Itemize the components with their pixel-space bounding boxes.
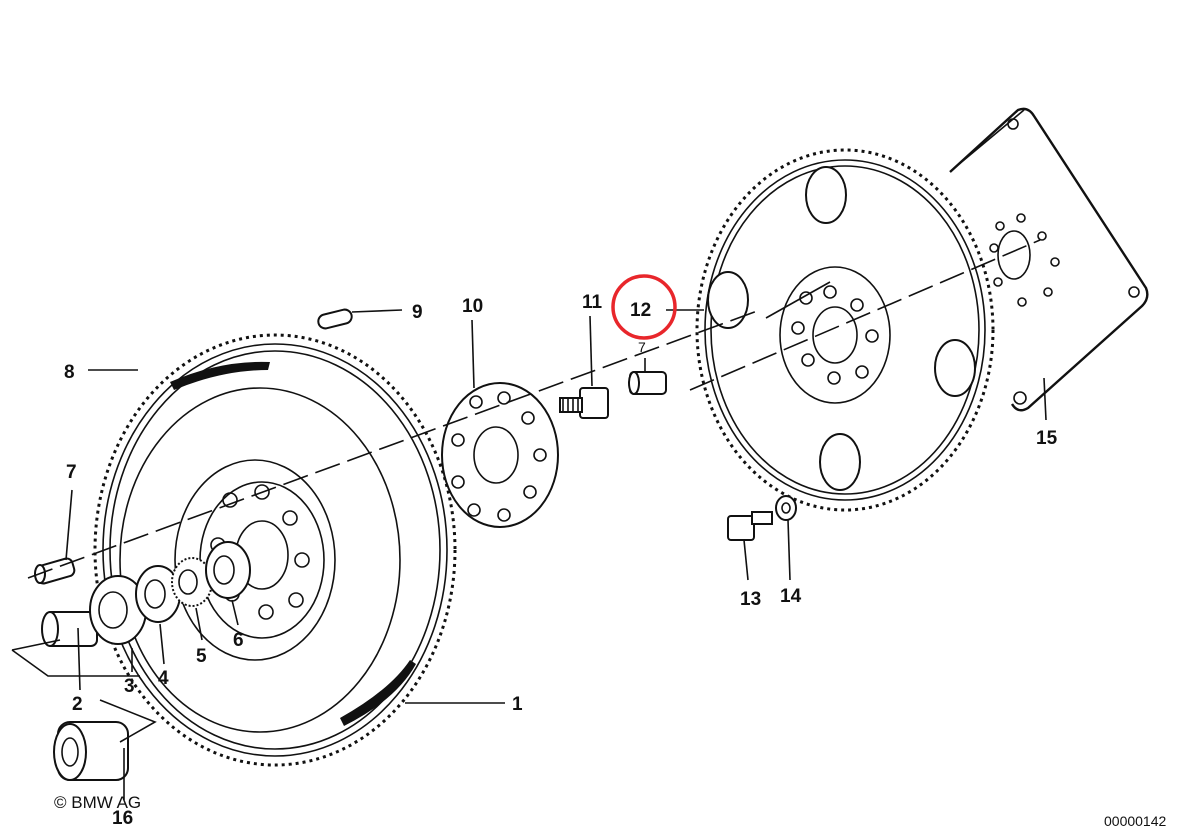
sleeve-12 (628, 371, 667, 395)
label-part-3[interactable]: 3 (124, 676, 135, 697)
label-part-7-left[interactable]: 7 (66, 462, 77, 483)
label-part-11[interactable]: 11 (582, 292, 603, 313)
label-part-6[interactable]: 6 (233, 630, 244, 651)
label-part-15[interactable]: 15 (1036, 428, 1058, 449)
bolt-13 (727, 511, 773, 541)
mounting-plate (949, 107, 1149, 412)
sleeve-7-left (34, 557, 76, 585)
highlight-circle (611, 274, 677, 340)
label-part-5[interactable]: 5 (196, 646, 207, 667)
label-part-4[interactable]: 4 (158, 668, 169, 689)
bush-16 (53, 721, 129, 781)
drive-plate-ring-gear (695, 148, 995, 512)
label-part-9[interactable]: 9 (412, 302, 423, 323)
perforated-plate (441, 382, 559, 528)
drawing-number: 00000142 (1104, 813, 1167, 829)
ring-6 (205, 541, 251, 599)
part-labels: 1 2 3 4 5 6 7 7 8 9 10 11 12 13 14 15 16 (64, 292, 1058, 829)
label-part-16[interactable]: 16 (112, 808, 133, 829)
label-part-14[interactable]: 14 (780, 586, 802, 607)
label-part-10[interactable]: 10 (462, 296, 483, 317)
label-part-1[interactable]: 1 (512, 694, 523, 715)
needle-bearing-2 (41, 611, 98, 647)
washer-14 (775, 495, 797, 521)
bolt-11 (559, 387, 609, 419)
assembly-lines (11, 109, 1041, 743)
label-part-12[interactable]: 12 (630, 300, 651, 321)
label-part-7-right[interactable]: 7 (638, 339, 646, 355)
dowel-9 (317, 308, 353, 330)
label-part-8[interactable]: 8 (64, 362, 75, 383)
label-part-2[interactable]: 2 (72, 694, 83, 715)
label-part-13[interactable]: 13 (740, 589, 761, 610)
leader-lines (65, 309, 1047, 800)
copyright-text: © BMW AG (54, 793, 141, 812)
flywheel (93, 333, 457, 767)
